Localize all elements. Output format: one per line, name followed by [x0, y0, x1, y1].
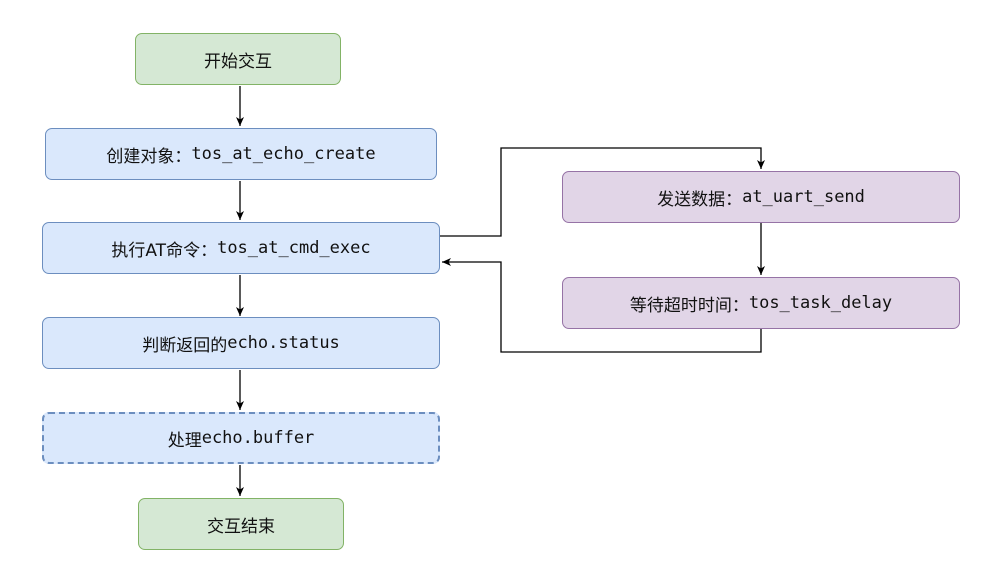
- node-process-code: echo.buffer: [201, 428, 315, 448]
- node-create-label: 创建对象：: [106, 146, 192, 167]
- node-wait-code: tos_task_delay: [748, 293, 893, 313]
- node-start: 开始交互: [135, 33, 341, 85]
- node-wait-label: 等待超时时间：: [629, 295, 749, 316]
- node-send-data: 发送数据：at_uart_send: [562, 171, 960, 223]
- node-wait-timeout: 等待超时时间：tos_task_delay: [562, 277, 960, 329]
- node-exec-label: 执行AT命令：: [111, 240, 218, 261]
- node-start-text: 开始交互: [204, 51, 272, 72]
- edge-exec-to-send: [440, 147, 765, 237]
- node-judge-code: echo.status: [227, 333, 340, 353]
- node-exec-at-command: 执行AT命令：tos_at_cmd_exec: [42, 222, 440, 274]
- node-end-text: 交互结束: [207, 516, 275, 537]
- node-create-object: 创建对象：tos_at_echo_create: [45, 128, 437, 180]
- node-send-code: at_uart_send: [742, 187, 865, 207]
- node-end: 交互结束: [138, 498, 344, 550]
- node-exec-code: tos_at_cmd_exec: [217, 238, 371, 258]
- node-process-label: 处理: [167, 430, 202, 451]
- edge-wait-to-exec: [442, 258, 762, 353]
- node-send-label: 发送数据：: [657, 189, 743, 210]
- node-judge-label: 判断返回的: [142, 335, 228, 356]
- node-create-code: tos_at_echo_create: [191, 144, 376, 164]
